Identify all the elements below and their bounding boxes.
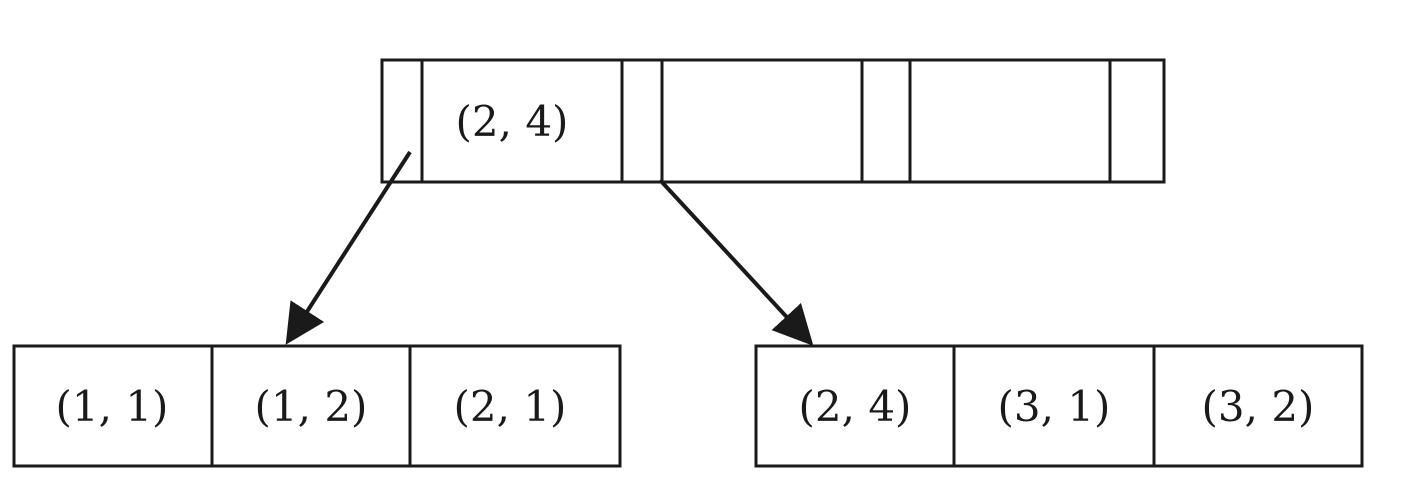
root-node-frame (380, 58, 1166, 184)
right-leaf-frame (754, 344, 1364, 468)
right-leaf-key-2: (3, 1) (998, 382, 1111, 431)
left-leaf-node: (1, 1) (1, 2) (2, 1) (12, 344, 622, 468)
left-leaf-key-3: (2, 1) (454, 382, 567, 431)
root-key-1: (2, 4) (456, 97, 569, 146)
left-leaf-frame (12, 344, 622, 468)
right-child-arrow (658, 178, 814, 346)
left-leaf-key-1: (1, 1) (56, 382, 169, 431)
right-leaf-key-1: (2, 4) (799, 382, 912, 431)
right-leaf-node: (2, 4) (3, 1) (3, 2) (754, 344, 1364, 468)
left-child-arrow (285, 150, 412, 345)
root-node: (2, 4) (380, 58, 1166, 184)
left-leaf-key-2: (1, 2) (255, 382, 368, 431)
right-leaf-key-3: (3, 2) (1202, 382, 1315, 431)
